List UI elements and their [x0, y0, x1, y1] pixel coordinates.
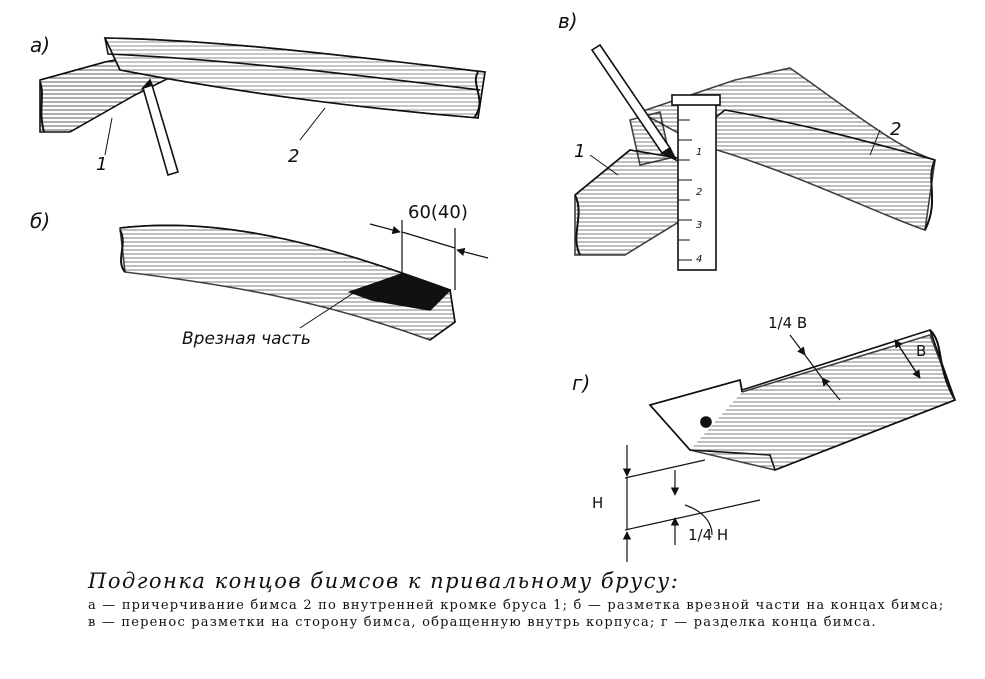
panel-b-label: б): [30, 209, 50, 233]
panel-a: а) 1 2: [30, 33, 486, 176]
panel-v: в) 1 2 3 4: [558, 9, 936, 271]
shelf-bar-1-v: [574, 111, 691, 256]
beam-2-a: [103, 37, 486, 119]
dimension-quarter-b: [789, 334, 841, 401]
dimension-quarter-h: [670, 470, 713, 545]
dimension-quarter-b-label: 1/4 В: [768, 314, 807, 332]
ruler: [671, 94, 721, 271]
caption-title: Подгонка концов бимсов к привальному бру…: [88, 569, 680, 593]
callout-line-2-v: [869, 129, 881, 156]
panel-g-label: г): [572, 371, 590, 395]
callout-line-1-v: [589, 154, 619, 176]
callout-1-v: 1: [574, 141, 585, 162]
caption-body: а — причерчивание бимса 2 по внутренней …: [88, 598, 945, 630]
dimension-60: [369, 220, 489, 290]
ruler-tick-4: 4: [696, 254, 702, 265]
figure-caption: Подгонка концов бимсов к привальному бру…: [88, 569, 948, 631]
callout-line-2-a: [299, 107, 326, 141]
callout-1-a: 1: [96, 154, 107, 175]
part-label: Врезная часть: [182, 329, 311, 349]
callout-line-1-a: [104, 117, 113, 156]
mortise-area: [347, 273, 452, 311]
panel-g: г) 1/4 В В Н: [572, 314, 957, 562]
callout-2-a: 2: [288, 146, 299, 167]
pencil-a: [140, 78, 179, 176]
part-label-leader: [299, 291, 356, 329]
dimension-b-label: В: [916, 342, 926, 360]
panel-b: б) 60(40) Врезная часть: [30, 202, 489, 349]
ruler-tick-3: 3: [696, 220, 702, 231]
beam-end-g: [648, 329, 957, 472]
pencil-v: [590, 43, 678, 162]
ruler-tick-2: 2: [696, 187, 702, 198]
panel-a-label: а): [30, 33, 50, 57]
dimension-quarter-h-label: 1/4 Н: [688, 526, 728, 544]
dimension-h: [622, 445, 761, 562]
dimension-60-label: 60(40): [408, 202, 468, 223]
panel-v-label: в): [558, 9, 578, 33]
dimension-b: [894, 339, 921, 379]
callout-2-v: 2: [890, 119, 901, 140]
dimension-h-label: Н: [592, 494, 603, 512]
ruler-tick-1: 1: [696, 147, 702, 158]
